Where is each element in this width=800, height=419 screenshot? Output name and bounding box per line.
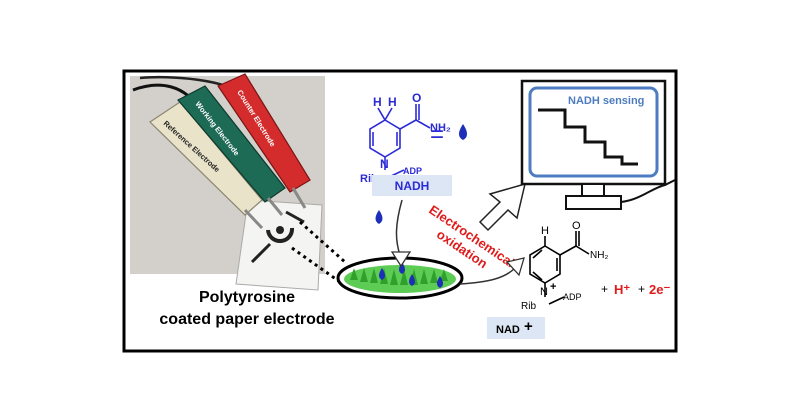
arrow-to-nad (459, 267, 516, 285)
nad-badge-text: NAD (496, 324, 520, 336)
nad-nh2: NH₂ (590, 250, 608, 261)
proton-label: H⁺ (614, 282, 630, 297)
nadh-h-left: H (373, 95, 382, 109)
nadh-o: O (412, 91, 421, 105)
drop-4 (437, 276, 443, 288)
zoom-line-upper (299, 220, 346, 264)
monitor-cable (620, 179, 676, 203)
nadh-atom-labels: H H O NH₂ N Rib ADP (360, 91, 451, 185)
nad-structure (529, 231, 590, 305)
arrow-into-electrode-head (390, 251, 412, 268)
monitor-stand (581, 183, 605, 197)
arrow-into-electrode (395, 199, 403, 256)
electrode-dot (276, 226, 284, 234)
nadh-n: N (380, 157, 389, 171)
drop-1 (379, 268, 385, 280)
electrode-photo: Reference Electrode Working Electrode Co… (130, 73, 325, 291)
nad-badge-plus: + (524, 318, 533, 335)
nadh-badge (372, 175, 452, 196)
polytyrosine-film (344, 265, 456, 293)
nad-rib: Rib (521, 301, 536, 312)
nadh-drop-icon (459, 124, 467, 140)
nad-o: O (572, 220, 581, 232)
electrons-label: 2e⁻ (649, 282, 670, 297)
nad-adp: ADP (563, 292, 582, 302)
plus-sign-2: + (638, 282, 645, 296)
reference-clip-tip (243, 208, 264, 230)
nadh-equals: = (430, 121, 444, 148)
electrode-pattern (266, 227, 295, 243)
zoom-line-lower (291, 246, 341, 284)
electrode-lead-2 (250, 242, 272, 264)
monitor: NADH sensing (520, 79, 676, 210)
nadh-h-right: H (388, 95, 397, 109)
plus-sign-1: + (601, 282, 608, 296)
arrow-to-nad-head (505, 257, 525, 277)
counter-clip (217, 73, 311, 193)
monitor-base (565, 195, 622, 210)
nad-h: H (541, 225, 549, 237)
nadh-nh2: NH₂ (430, 122, 451, 134)
falling-drop-icon (375, 210, 383, 224)
polytyrosine-electrode-zoom (336, 256, 464, 300)
working-clip (177, 85, 286, 203)
nad-badge (487, 317, 545, 339)
nad-n-plus: + (550, 281, 556, 293)
sensing-staircase (538, 108, 638, 166)
electrode-lead (285, 210, 305, 224)
caption-line2: coated paper electrode (159, 311, 334, 328)
caption-line1: Polytyrosine (199, 289, 295, 306)
working-clip-tip (266, 197, 284, 216)
nadh-badge-text: NADH (395, 179, 430, 193)
nad-atom-labels: H O NH₂ N + Rib ADP (521, 220, 608, 312)
reference-clip (149, 101, 263, 216)
counter-clip-tip (291, 187, 307, 209)
nadh-adp: ADP (403, 166, 422, 176)
drop-3 (409, 274, 415, 286)
nad-n: N (540, 286, 548, 298)
monitor-title: NADH sensing (568, 95, 644, 107)
arrow-to-monitor (478, 182, 527, 232)
